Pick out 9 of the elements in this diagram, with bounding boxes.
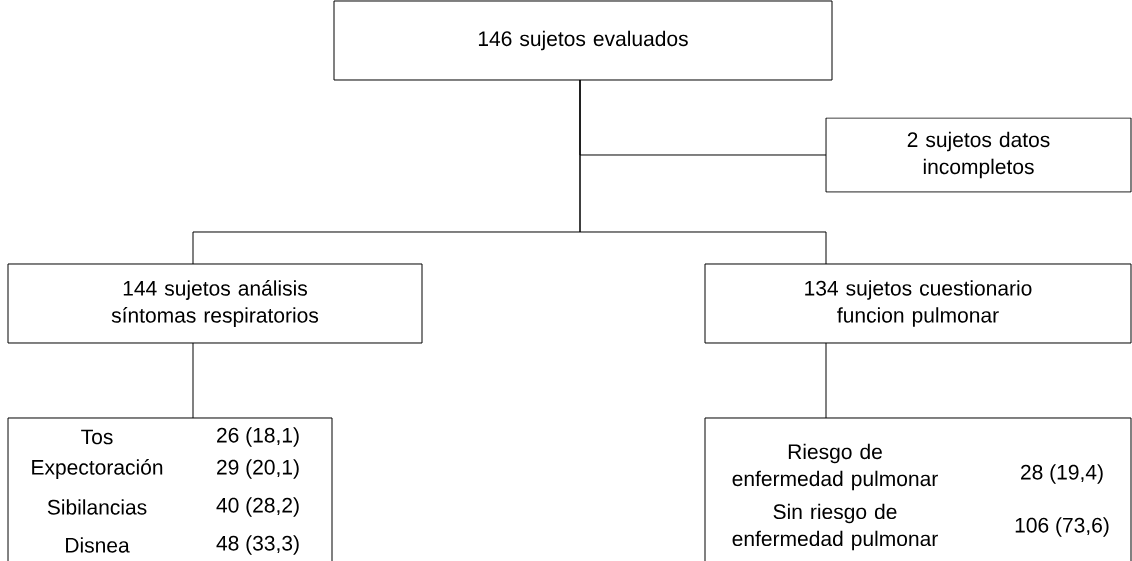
process-box: 134 sujetos cuestionario funcion pulmonar <box>704 263 1132 344</box>
connector-line <box>825 342 827 419</box>
table-box: Riesgo de enfermedad pulmonar 28 (19,4) Sin riesgo de enfermedad pulmonar 106 (73,6) <box>704 417 1132 561</box>
table-box: Tos 26 (18,1) Expectoración 29 (20,1) Sibilancias 40 (28,2) Disnea 48 (33,3) <box>7 417 333 561</box>
connector-line <box>579 79 827 265</box>
process-box: 146 sujetos evaluados <box>333 0 833 81</box>
connector-line <box>192 342 194 419</box>
process-box: 2 sujetos datos incompletos <box>825 117 1132 193</box>
process-box: 144 sujetos análisis síntomas respiratorios <box>7 263 423 344</box>
